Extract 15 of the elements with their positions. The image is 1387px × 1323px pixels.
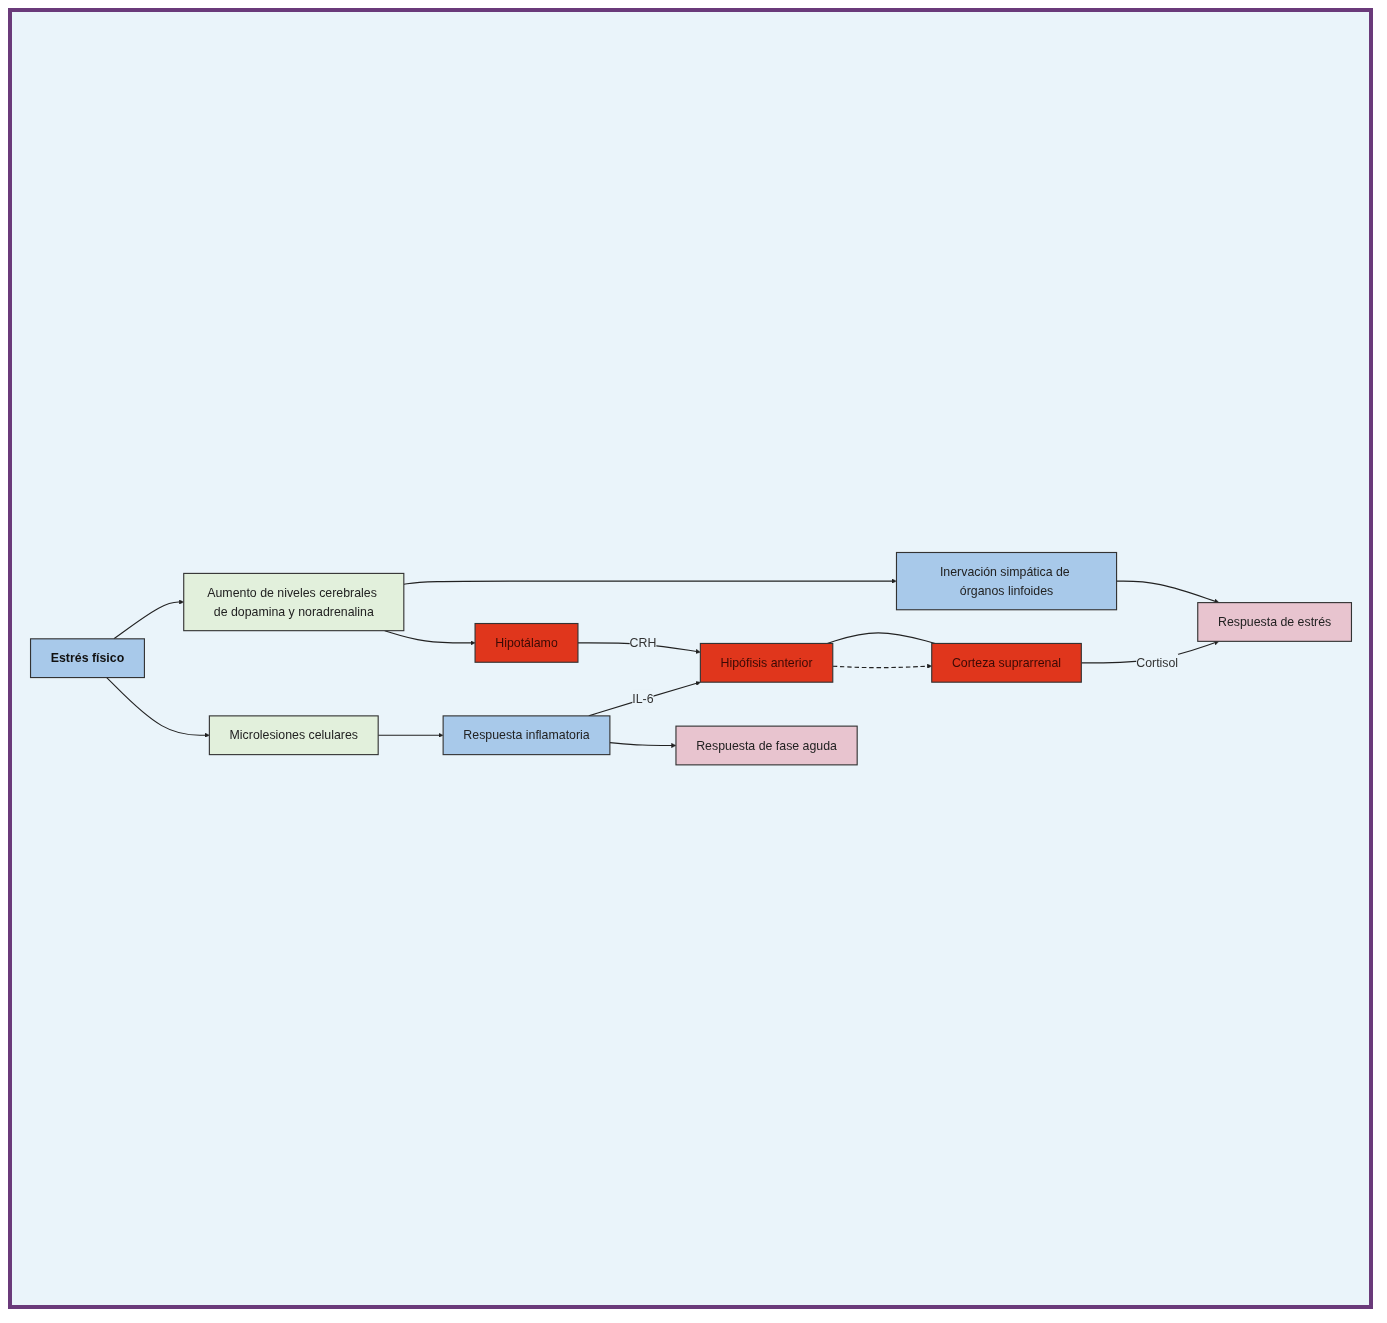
arrow (112, 599, 184, 640)
node-box: Hipotálamo (474, 622, 578, 663)
node-box: Inervación simpática de órganos linfoides (895, 551, 1117, 611)
node-box: Microlesiones celulares (208, 715, 379, 755)
node-box: Aumento de niveles cerebrales de dopamina y noradrenalina (182, 572, 404, 632)
node-box: Respuesta inflamatoria (442, 715, 610, 755)
edge-label: CRH (629, 635, 656, 650)
node-box: Corteza suprarrenal (930, 642, 1082, 683)
edge-label: Cortisol (1135, 655, 1178, 670)
node-box: Respuesta de fase aguda (674, 725, 858, 766)
node-box: Hipófisis anterior (699, 642, 833, 683)
node-box: Estrés físico (29, 638, 145, 678)
arrow (377, 732, 443, 738)
edge-label: IL-6 (631, 691, 654, 706)
node-box: Respuesta de estrés (1196, 601, 1352, 642)
